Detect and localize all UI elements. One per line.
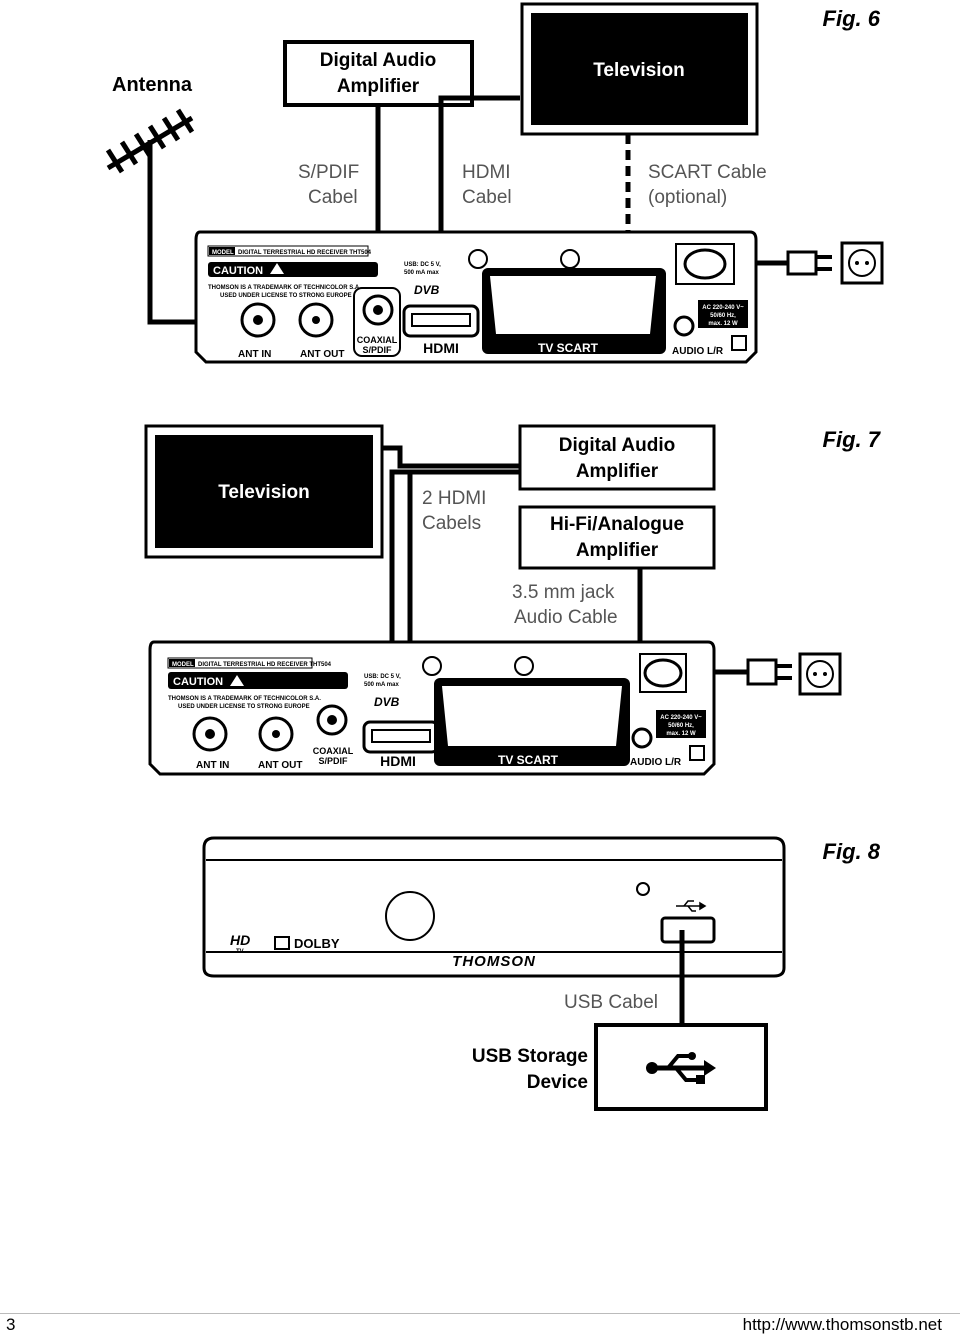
- power-plug-icon: [786, 250, 832, 276]
- dvb-logo-fig7: DVB: [374, 695, 400, 709]
- usb-power-1: USB: DC 5 V,: [404, 262, 441, 268]
- amp-line1: Digital Audio: [320, 50, 436, 71]
- amp-line1-fig7: Digital Audio: [559, 435, 675, 456]
- power-socket: [683, 248, 727, 280]
- television-screen-fig7: [155, 435, 373, 548]
- ac-spec-2-fig7: 50/60 Hz,: [668, 723, 694, 729]
- audio-lr-label: AUDIO L/R: [672, 346, 724, 357]
- coaxial-label-2-fig7: S/PDIF: [318, 756, 348, 766]
- trademark-2-fig7: USED UNDER LICENSE TO STRONG EUROPE: [178, 704, 310, 710]
- fig7-label: Fig. 7: [823, 427, 882, 452]
- model-text: DIGITAL TERRESTRIAL HD RECEIVER THT504: [238, 250, 372, 256]
- model-tag: MODEL: [212, 250, 234, 256]
- spdif-label-1: S/PDIF: [298, 162, 359, 183]
- receiver-rear-panel-fig7: MODEL DIGITAL TERRESTRIAL HD RECEIVER TH…: [148, 640, 716, 776]
- hifi-line2: Amplifier: [576, 540, 659, 561]
- ac-spec-3-fig7: max. 12 W: [666, 731, 696, 737]
- caution-label-fig7: CAUTION: [173, 676, 223, 688]
- spdif-label-2: Cabel: [308, 187, 358, 208]
- fig8-label: Fig. 8: [823, 839, 881, 864]
- ant-in-label-fig7: ANT IN: [196, 760, 229, 771]
- usb-port: [660, 916, 716, 944]
- hdmi-label-2: Cabel: [462, 187, 512, 208]
- television-label: Television: [593, 60, 685, 81]
- scart-label-2: (optional): [648, 187, 727, 208]
- hd-logo: HD: [230, 932, 250, 948]
- hifi-amplifier-box: [518, 505, 716, 570]
- thomson-brand: THOMSON: [452, 953, 536, 970]
- amp-line2-fig7: Amplifier: [576, 461, 659, 482]
- dolby-label: DOLBY: [294, 936, 340, 951]
- coaxial-label-2: S/PDIF: [362, 345, 392, 355]
- ant-in-label: ANT IN: [238, 349, 271, 360]
- figure-6: Fig. 6 Antenna Digital Audio Amplifier T…: [105, 2, 884, 364]
- dolby-icon: [274, 936, 290, 950]
- usb-storage-icon: [646, 1052, 716, 1084]
- footer-divider: [0, 1313, 960, 1314]
- dvb-logo: DVB: [414, 283, 440, 297]
- coaxial-label-1: COAXIAL: [357, 335, 398, 345]
- fig6-label: Fig. 6: [823, 6, 881, 31]
- model-tag-fig7: MODEL: [172, 662, 194, 668]
- power-plug-icon-fig7: [746, 658, 792, 686]
- usb-power-2: 500 mA max: [404, 270, 439, 276]
- ac-spec-2: 50/60 Hz,: [710, 313, 736, 319]
- usb-cable-label: USB Cabel: [564, 992, 658, 1013]
- tv-scart-label-fig7: TV SCART: [498, 753, 559, 767]
- trademark-1: THOMSON IS A TRADEMARK OF TECHNICOLOR S.…: [208, 285, 361, 291]
- model-text-fig7: DIGITAL TERRESTRIAL HD RECEIVER THT504: [198, 662, 332, 668]
- standby-led: [636, 882, 650, 896]
- footer-url[interactable]: http://www.thomsonstb.net: [742, 1315, 942, 1334]
- hdmi-logo: HDMI: [423, 340, 459, 356]
- ac-spec-3: max. 12 W: [708, 321, 738, 327]
- usb-power-2-fig7: 500 mA max: [364, 682, 399, 688]
- wall-socket-icon-fig7: [798, 652, 842, 696]
- usb-symbol-icon: [676, 900, 707, 912]
- wall-socket-icon: [840, 241, 884, 285]
- usb-power-1-fig7: USB: DC 5 V,: [364, 674, 401, 680]
- television-screen: [531, 13, 748, 125]
- power-socket-fig7: [643, 658, 683, 688]
- jack-cable-label-1: 3.5 mm jack: [512, 582, 615, 603]
- hdmi-logo-fig7: HDMI: [380, 753, 416, 769]
- trademark-1-fig7: THOMSON IS A TRADEMARK OF TECHNICOLOR S.…: [168, 696, 321, 702]
- caution-label: CAUTION: [213, 265, 263, 277]
- hdmi-cables-label-2: Cabels: [422, 513, 481, 534]
- antenna-label: Antenna: [112, 74, 193, 96]
- trademark-2: USED UNDER LICENSE TO STRONG EUROPE: [220, 293, 352, 299]
- hdmi-label-1: HDMI: [462, 162, 511, 183]
- amp-line2: Amplifier: [337, 76, 420, 97]
- ant-out-label: ANT OUT: [300, 349, 344, 360]
- coaxial-label-1-fig7: COAXIAL: [313, 746, 354, 756]
- page-number: 3: [6, 1315, 16, 1334]
- scart-label-1: SCART Cable: [648, 162, 767, 183]
- digital-audio-amplifier-box-fig7: [518, 424, 716, 491]
- television-label-fig7: Television: [218, 482, 310, 503]
- ac-spec-1: AC 220-240 V~: [702, 305, 744, 311]
- figure-7: Fig. 7 Television Digital Audio Amplifie…: [144, 424, 882, 776]
- audio-lr-jack: [673, 315, 695, 337]
- hd-sub-logo: TV: [236, 949, 244, 955]
- ac-spec-1-fig7: AC 220-240 V~: [660, 715, 702, 721]
- hdmi-cables-label-1: 2 HDMI: [422, 488, 486, 509]
- hifi-line1: Hi-Fi/Analogue: [550, 514, 684, 535]
- jack-cable-label-2: Audio Cable: [514, 607, 618, 628]
- usb-storage-label-2: Device: [527, 1072, 588, 1093]
- front-button: [385, 891, 435, 941]
- audio-lr-label-fig7: AUDIO L/R: [630, 757, 682, 768]
- receiver-rear-panel-fig6: MODEL DIGITAL TERRESTRIAL HD RECEIVER TH…: [194, 230, 758, 364]
- figure-8: Fig. 8 HD TV DOLBY THOMSON USB Cabel: [202, 836, 881, 1111]
- usb-storage-label-1: USB Storage: [472, 1046, 588, 1067]
- receiver-front-panel: HD TV DOLBY THOMSON: [202, 836, 786, 978]
- tv-scart-label: TV SCART: [538, 341, 599, 355]
- ant-out-label-fig7: ANT OUT: [258, 760, 302, 771]
- audio-lr-jack-fig7: [631, 727, 653, 749]
